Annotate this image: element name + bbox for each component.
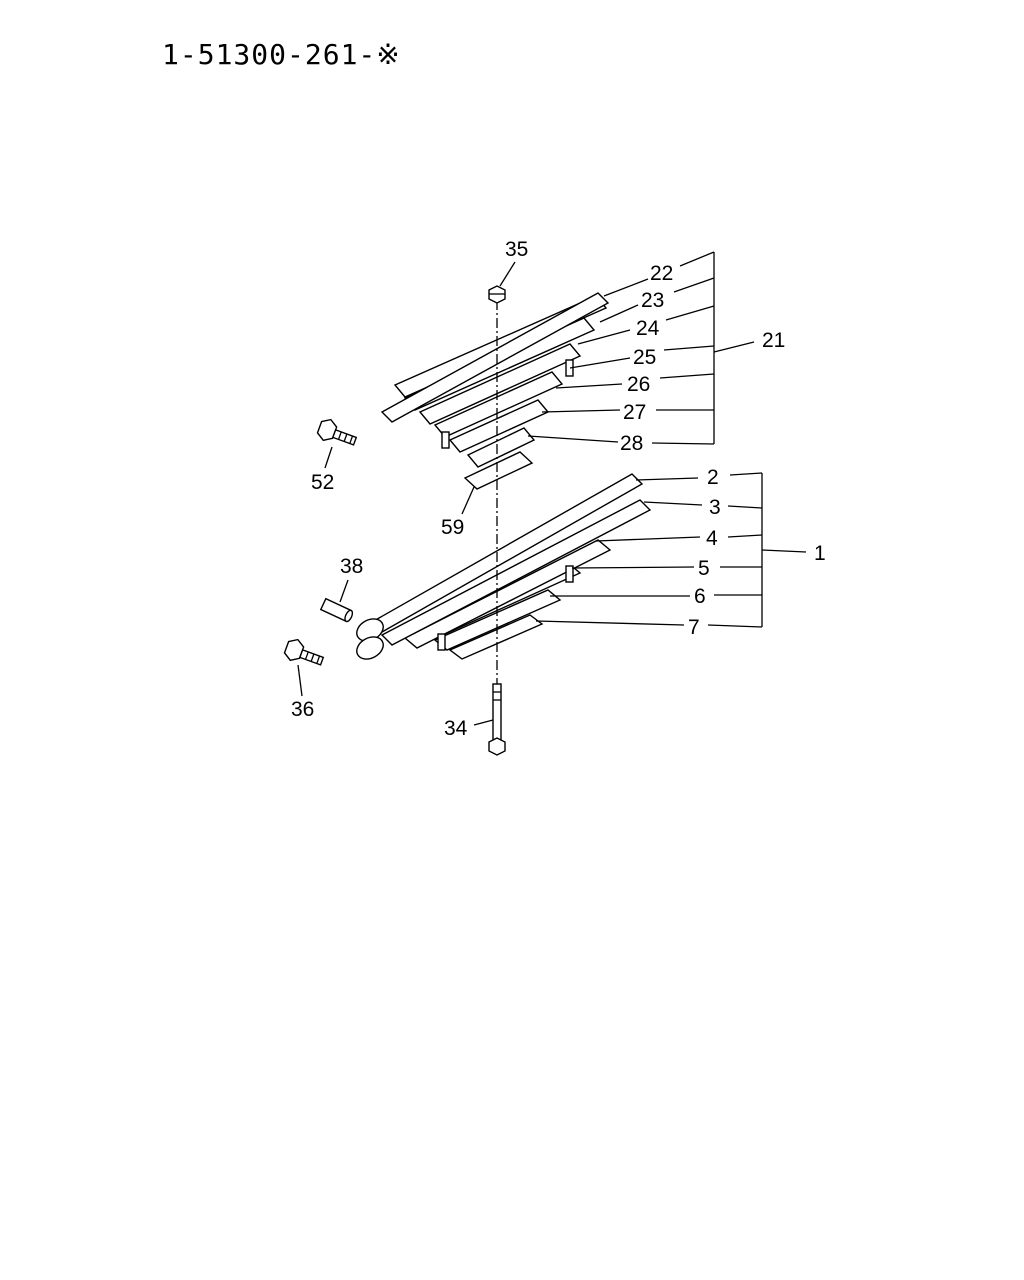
callout-7: 7 (688, 616, 700, 639)
leader-lines (297, 251, 807, 726)
bolt-52 (316, 418, 358, 446)
callout-34: 34 (444, 717, 468, 740)
callout-24: 24 (636, 317, 660, 340)
callout-25: 25 (633, 346, 656, 369)
leaf-25 (418, 343, 582, 425)
spacer-plate-59 (463, 451, 534, 490)
callout-1: 1 (814, 542, 826, 565)
callout-36: 36 (291, 698, 314, 721)
clip-lower-left (437, 633, 446, 651)
callout-27: 27 (623, 401, 646, 424)
callout-35: 35 (505, 238, 528, 261)
leaf-22 (380, 292, 610, 423)
helper-spring-assembly (380, 292, 610, 468)
clip-upper-left (441, 431, 450, 449)
callout-3: 3 (709, 496, 721, 519)
clip-lower-right (565, 565, 574, 583)
spring-eye-lower (356, 636, 384, 660)
center-bolt-34 (488, 683, 506, 756)
callout-21: 21 (762, 329, 785, 352)
callout-2: 2 (707, 466, 719, 489)
callout-59: 59 (441, 516, 464, 539)
main-spring-assembly (356, 473, 652, 660)
callout-23: 23 (641, 289, 664, 312)
callout-52: 52 (311, 471, 334, 494)
callout-22: 22 (650, 262, 673, 285)
callout-5: 5 (698, 557, 710, 580)
leaf-7 (448, 614, 544, 660)
bolt-36 (283, 638, 325, 666)
callout-26: 26 (627, 373, 650, 396)
callout-6: 6 (694, 585, 706, 608)
nut-35 (488, 285, 506, 304)
leaf-4 (403, 539, 612, 649)
leaf-3 (380, 499, 652, 646)
bushing-38 (319, 597, 354, 623)
leaf-28 (466, 427, 536, 468)
callout-labels: 22 23 24 25 26 27 28 21 2 3 4 5 6 7 1 35… (291, 238, 826, 740)
callout-28: 28 (620, 432, 643, 455)
callout-38: 38 (340, 555, 363, 578)
callout-4: 4 (706, 527, 718, 550)
drawing-number: 1-51300-261-※ (162, 38, 401, 71)
